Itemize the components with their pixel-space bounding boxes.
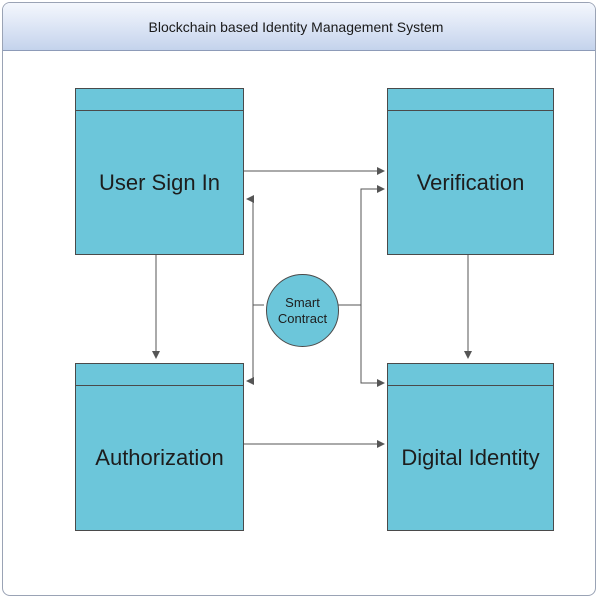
verification-label: Verification [416,169,525,195]
connector-layer [152,167,472,448]
verification-box: Verification [387,88,554,255]
user-sign-in-box: User Sign In [75,88,244,255]
authorization-label: Authorization [95,445,224,470]
connector-smart-contract-to-user-sign-in [246,195,264,306]
connector-smart-contract-to-authorization [246,305,254,385]
authorization-box: Authorization [75,363,244,531]
smart-contract-label-line2: Contract [277,310,328,326]
box-header-strip [76,364,243,386]
box-header-strip [76,89,243,111]
title-bar: Blockchain based Identity Management Sys… [3,3,595,51]
digital-identity-box: Digital Identity [387,363,554,531]
diagram-title: Blockchain based Identity Management Sys… [148,18,444,35]
smart-contract-node: Smart Contract [266,274,339,347]
user-sign-in-label: User Sign In [98,169,221,195]
box-header-strip [388,89,553,111]
connector-smart-contract-to-verification [337,185,385,306]
connector-smart-contract-to-digital-identity [360,305,385,387]
smart-contract-label-line1: Smart [285,294,320,310]
digital-identity-label: Digital Identity [401,445,540,470]
box-header-strip [388,364,553,386]
